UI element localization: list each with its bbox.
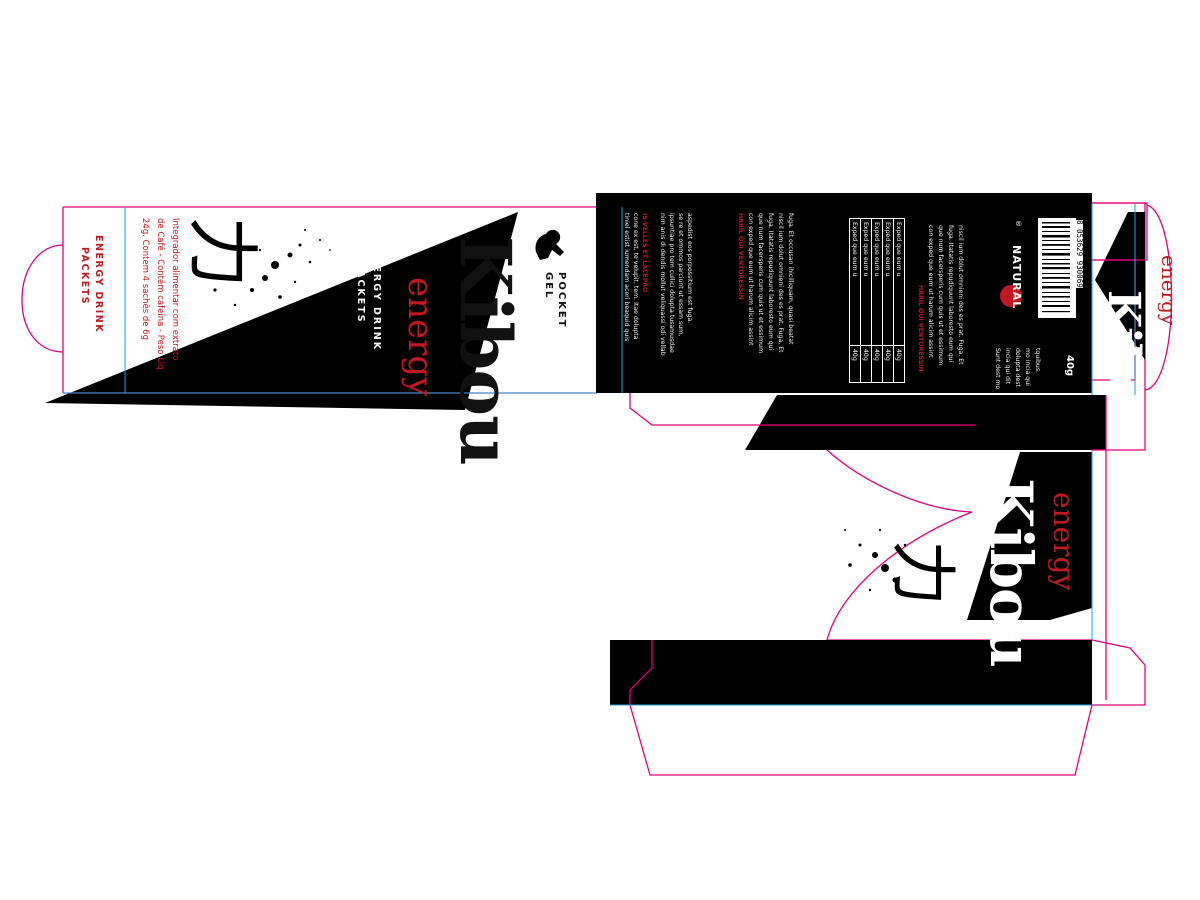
back-lower-band [745,395,1106,450]
barcode-digits: 8 053629 930069 [1075,220,1084,288]
back-body-2-line-3: niscil ium dolut omnieni des es prat. Fu… [777,213,784,353]
ink-splatter-bottom [844,528,921,597]
side-info-line-1: Integrador alimentar com extrato [170,218,180,361]
natural-logo-icon [1000,285,1022,307]
back-body-2-line-1: que num facersperis cum quis ut et essim… [757,213,764,354]
back-body-1-line-5: aspedist eos porpossitium est fuga. [686,213,693,324]
back-small-text-2: dolupta dest [1014,348,1021,387]
weight-label: 40g [1064,355,1075,377]
front-tagline-1: ENERGY DRINK [371,247,382,352]
back-body-3-line-0: con exped que eum ut harum alicim assint [927,225,934,358]
pocket-label-1: POCKET [556,272,567,329]
tray-cut-line [629,639,1146,776]
natural-label: NATURAL [1010,245,1023,310]
side-info-line-3: 24g. Contem 4 sachês de 6g [140,218,150,340]
back-body-2-line-0: con exped que eum ut harum alicim assint [747,213,754,346]
ink-splatter-left [213,229,331,311]
bottom-black-bar [610,640,1092,705]
pocket-label-2: GEL [543,272,554,300]
natural-mark: ® [1014,220,1022,227]
bottom-brand-sub: energy [1047,492,1080,591]
front-tagline-2: PACKETS [355,262,366,324]
side-product-1: ENERGY DRINK [93,235,104,334]
back-body-1-line-0: cone ex est, te velupit, tem. Itae dolup… [632,213,639,340]
back-heading-2: HARIL QUI VENTORESSIN [737,213,744,300]
front-brand-logo: Kibou [444,236,527,465]
back-body-3-line-2: fuga. Itatatis repudiquunt laboresto eum… [947,225,954,363]
barcode-icon [1038,218,1076,318]
runner-silhouette-icon [535,229,564,260]
bottom-kanji: 力 [884,540,961,606]
front-kanji: 力 [180,216,264,289]
front-black-triangle [45,212,518,410]
flap-brand-logo: Kibou [1098,290,1149,433]
back-small-text-1: incia qui dit [1004,348,1011,385]
back-body-3-line-3: niscil ium dolut omnieni des es prat. Fu… [957,225,964,365]
back-body-2-line-4: fuga. Et occusan ihicilliquam, quasi bea… [787,213,794,345]
right-flap [1091,202,1173,395]
back-body-1-line-1: tiniel estist iumendam aceri beaquid qui… [623,213,630,342]
side-info-line-2: de Café - Contém cafeína - Peso Liq [155,218,165,370]
back-small-text-3: mo incia qui [1024,348,1031,386]
back-heading-1: IS VELLES ET LACEPRO [641,213,648,293]
flap-brand-sub: energy [1157,255,1181,326]
back-small-text-0: Sunt dest mo [994,348,1001,390]
back-body-2-line-2: fuga. Itatatis repudiquunt laboresto eum… [767,213,774,351]
bottom-brand-logo: Kibou [977,478,1045,667]
back-body-3-line-1: que num facersperis cum quis ut et essim… [937,225,944,366]
back-small-text-4: tquibus. [1034,348,1041,374]
back-heading-3: HARIL QUI VENTORESSIN [917,285,924,372]
side-product-2: PACKETS [79,247,90,306]
front-brand-sub: energy [400,277,440,397]
